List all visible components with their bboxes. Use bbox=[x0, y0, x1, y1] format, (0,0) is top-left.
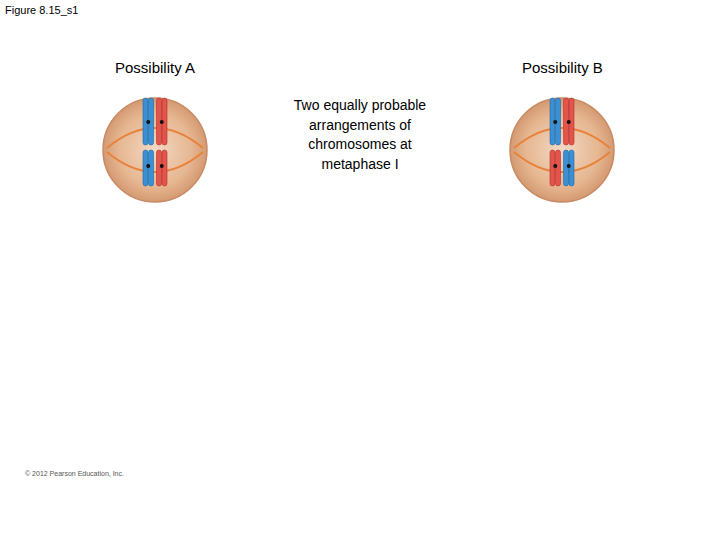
chromatid bbox=[157, 150, 162, 186]
spindle-fiber bbox=[514, 128, 610, 148]
cell-membrane bbox=[510, 98, 614, 202]
chromatid bbox=[149, 150, 154, 186]
arrangement-caption: Two equally probable arrangements of chr… bbox=[274, 96, 446, 174]
copyright-note: © 2012 Pearson Education, Inc. bbox=[25, 470, 124, 477]
spindle-fiber bbox=[514, 152, 610, 172]
chromatid bbox=[550, 150, 555, 186]
cell bbox=[103, 98, 207, 202]
centromere bbox=[146, 120, 150, 124]
chromatid bbox=[556, 150, 561, 186]
centromere bbox=[146, 164, 150, 168]
cell-membrane bbox=[103, 98, 207, 202]
cell bbox=[510, 98, 614, 202]
centromere bbox=[567, 164, 571, 168]
spindle-fiber bbox=[107, 128, 203, 148]
chromatid bbox=[569, 150, 574, 186]
centromere bbox=[160, 164, 164, 168]
chromatid bbox=[162, 150, 167, 186]
spindle-fiber bbox=[107, 152, 203, 172]
possibility-label: Possibility B bbox=[522, 59, 603, 76]
chromatid bbox=[564, 150, 569, 186]
centromere bbox=[553, 120, 557, 124]
figure-label: Figure 8.15_s1 bbox=[5, 4, 78, 16]
centromere bbox=[553, 164, 557, 168]
chromatid bbox=[143, 150, 148, 186]
possibility-label: Possibility A bbox=[115, 59, 195, 76]
centromere bbox=[160, 120, 164, 124]
centromere bbox=[567, 120, 571, 124]
